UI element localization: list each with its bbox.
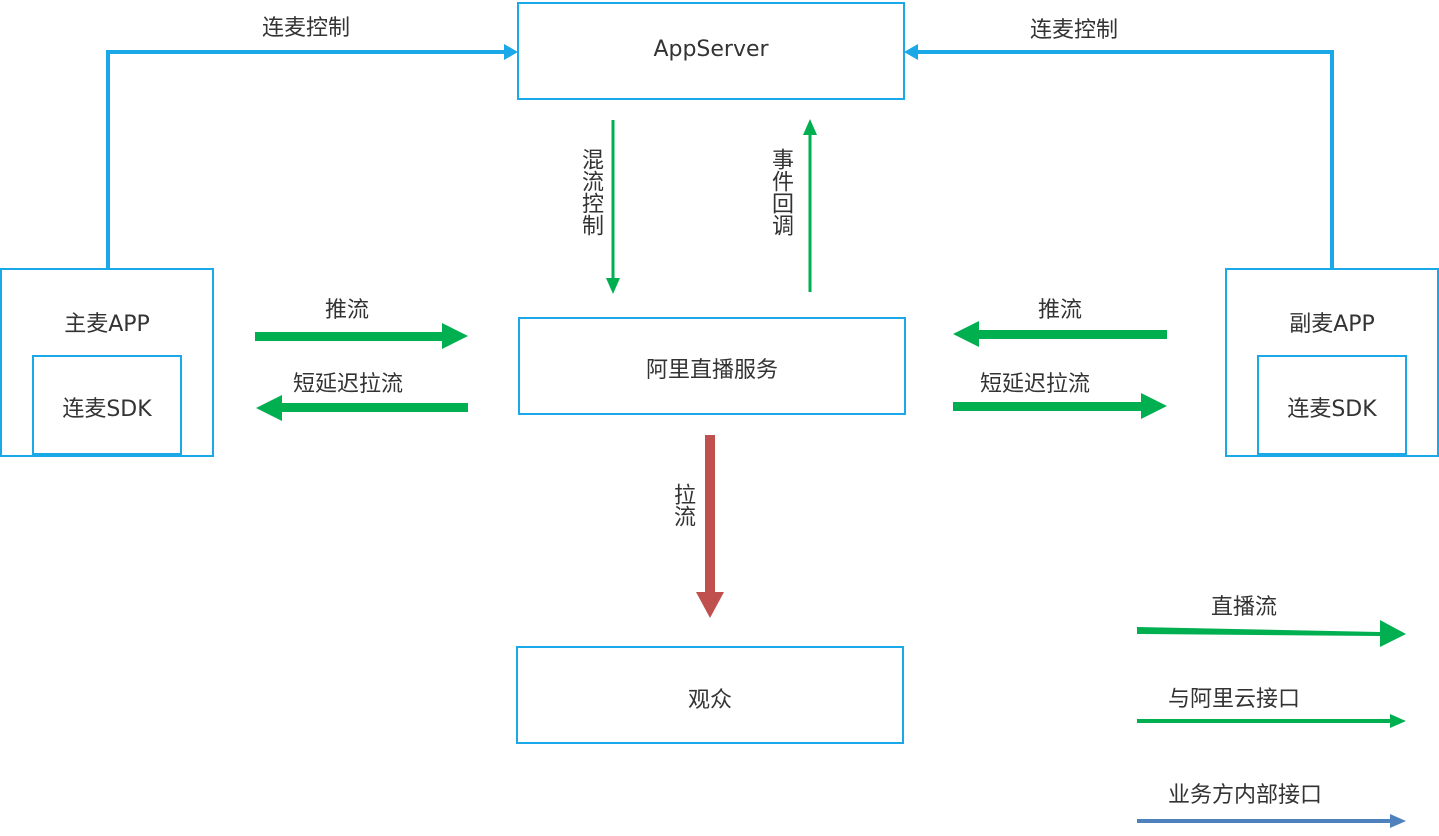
audience-node: 观众	[516, 646, 904, 744]
audience-pull-arrow-shaft	[705, 435, 715, 595]
live-service-label: 阿里直播服务	[645, 358, 778, 383]
guest-control-arrowhead	[904, 44, 918, 60]
legend-internal-interface-arrowhead	[1390, 814, 1406, 828]
mix-control-label: 混流控制	[578, 148, 603, 236]
legend-live-stream-label: 直播流	[1211, 595, 1278, 620]
host-pull-arrowhead	[256, 395, 282, 421]
audience-label: 观众	[687, 688, 732, 713]
guest-control-label: 连麦控制	[1030, 18, 1119, 43]
host-push-arrowhead	[442, 323, 468, 349]
audience-pull-arrowhead	[696, 592, 724, 618]
host-push-arrow-shaft	[255, 332, 445, 341]
guest-push-arrowhead	[953, 321, 979, 347]
guest-pull-arrow-shaft	[953, 402, 1143, 411]
host-app-label: 主麦APP	[64, 312, 150, 337]
live-service-node: 阿里直播服务	[518, 317, 906, 415]
guest-sdk-label: 连麦SDK	[1287, 397, 1377, 422]
guest-control-line	[914, 50, 1334, 268]
host-control-arrowhead	[504, 44, 518, 60]
legend-live-stream-arrow	[1137, 620, 1406, 647]
legend-internal-interface-label: 业务方内部接口	[1168, 783, 1323, 808]
guest-app-node: 副麦APP 连麦SDK	[1225, 268, 1439, 457]
event-callback-label: 事件回调	[768, 148, 793, 236]
guest-app-label: 副麦APP	[1289, 312, 1375, 337]
audience-pull-label: 拉流	[670, 483, 695, 527]
host-push-label: 推流	[325, 298, 370, 323]
appserver-label: AppServer	[653, 37, 769, 62]
host-sdk-label: 连麦SDK	[62, 397, 152, 422]
guest-sdk-node: 连麦SDK	[1257, 355, 1407, 455]
mix-control-arrowhead	[606, 278, 620, 294]
guest-push-arrow-shaft	[977, 330, 1167, 339]
host-control-line	[106, 50, 508, 268]
host-pull-label: 短延迟拉流	[293, 372, 404, 397]
host-sdk-node: 连麦SDK	[32, 355, 182, 455]
legend-aliyun-interface-label: 与阿里云接口	[1168, 687, 1301, 712]
guest-pull-label: 短延迟拉流	[980, 372, 1091, 397]
guest-push-label: 推流	[1038, 298, 1083, 323]
appserver-node: AppServer	[517, 2, 905, 100]
event-callback-arrowhead	[803, 119, 817, 135]
legend-aliyun-interface-arrowhead	[1390, 714, 1406, 728]
host-control-label: 连麦控制	[262, 16, 351, 41]
host-pull-arrow-shaft	[280, 403, 468, 412]
guest-pull-arrowhead	[1141, 393, 1167, 419]
host-app-node: 主麦APP 连麦SDK	[0, 268, 214, 457]
